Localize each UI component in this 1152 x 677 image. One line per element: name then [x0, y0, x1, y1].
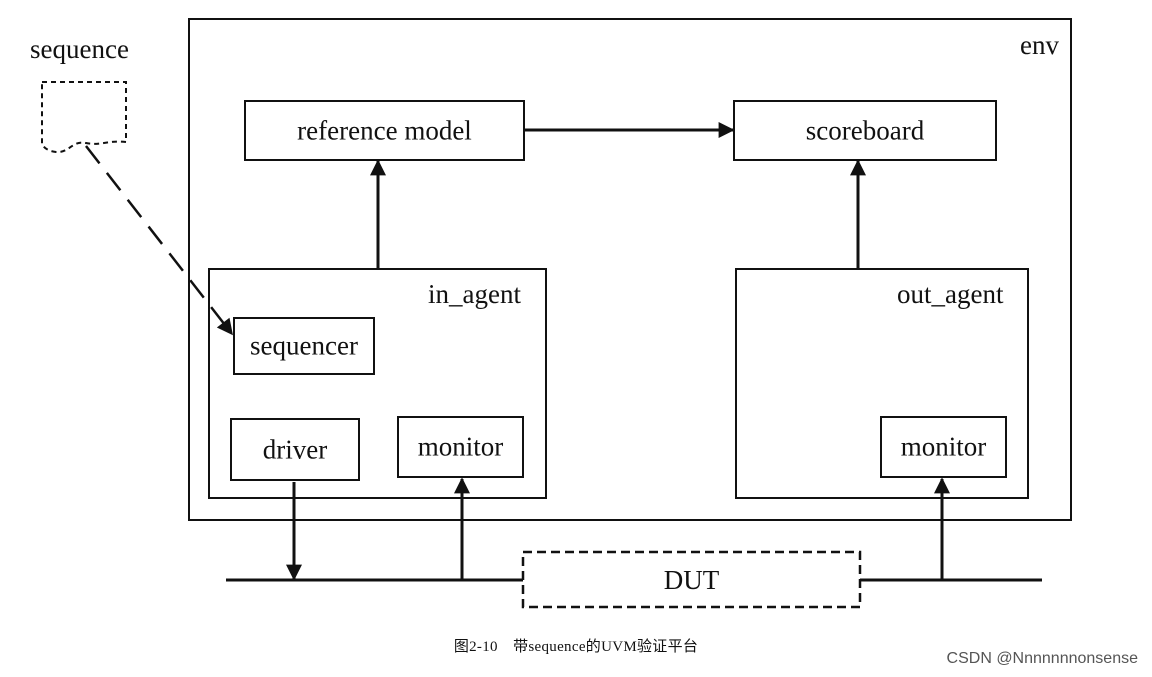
dut-label: DUT — [663, 565, 720, 595]
env-container — [188, 18, 1072, 521]
reference-model-label: reference model — [297, 115, 472, 145]
in-agent-box — [208, 268, 547, 499]
sequence-shape — [41, 81, 127, 154]
sequencer-box: sequencer — [233, 317, 375, 375]
driver-label: driver — [262, 434, 328, 464]
in-monitor-box: monitor — [397, 416, 524, 478]
driver-box: driver — [230, 418, 360, 481]
sequence-label: sequence — [30, 34, 129, 64]
sequence-to-sequencer-arrow — [85, 145, 233, 336]
out-monitor-label: monitor — [900, 431, 987, 462]
dut-box — [521, 550, 862, 609]
scoreboard-label: scoreboard — [805, 115, 925, 145]
sequencer-label: sequencer — [250, 330, 358, 361]
env-label: env — [1020, 30, 1059, 60]
figure-caption: 图2-10 带sequence的UVM验证平台 — [453, 639, 699, 655]
out-agent-box — [735, 268, 1029, 499]
reference-model-box: reference model — [244, 100, 525, 161]
in-monitor-label: monitor — [417, 431, 504, 462]
watermark: CSDN @Nnnnnnnonsense — [946, 650, 1138, 667]
scoreboard-box: scoreboard — [733, 100, 997, 161]
out-agent-label: out_agent — [897, 279, 1004, 309]
in-agent-label: in_agent — [428, 279, 521, 309]
out-monitor-box: monitor — [880, 416, 1007, 478]
